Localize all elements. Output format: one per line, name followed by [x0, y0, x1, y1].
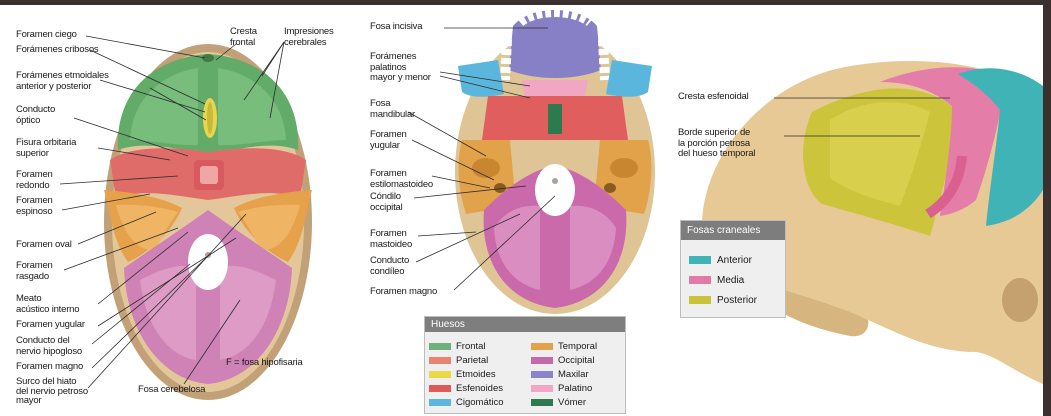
- label-foramen-rasgado: Foramen rasgado: [16, 261, 53, 282]
- legend-label-parietal: Parietal: [456, 355, 488, 366]
- swatch-palatino: [531, 385, 553, 392]
- label-foramen-yugular-center: Foramen yugular: [370, 130, 407, 151]
- fosas-craneales-legend: Fosas craneales Anterior Media Posterior: [680, 220, 786, 318]
- label-fosa-cerebelosa: Fosa cerebelosa: [138, 385, 205, 396]
- legend-label-esfenoides: Esfenoides: [456, 383, 503, 394]
- legend-label-vomer: Vómer: [558, 397, 586, 408]
- legend-item-temporal: Temporal: [531, 341, 597, 352]
- legend-item-frontal: Frontal: [429, 341, 486, 352]
- legend-item-etmoides: Etmoides: [429, 369, 496, 380]
- legend-item-maxilar: Maxilar: [531, 369, 589, 380]
- label-conducto-condileo: Conducto condíleo: [370, 256, 409, 277]
- legend-label-maxilar: Maxilar: [558, 369, 589, 380]
- label-fosa-mandibular: Fosa mandibular: [370, 99, 415, 120]
- label-impresiones-cerebrales: Impresiones cerebrales: [284, 27, 334, 48]
- foramen-magno-shape-center: [535, 164, 575, 216]
- legend-item-palatino: Palatino: [531, 383, 592, 394]
- label-foramen-espinoso: Foramen espinoso: [16, 196, 53, 217]
- legend-label-occipital: Occipital: [558, 355, 594, 366]
- huesos-legend-title: Huesos: [425, 317, 625, 332]
- label-foramen-mastoideo: Foramen mastoideo: [370, 229, 412, 250]
- foramen-magno-shape-left: [188, 234, 228, 290]
- skull-left-interior: [104, 44, 312, 400]
- swatch-temporal: [531, 343, 553, 350]
- label-foramenes-etmoidales: Forámenes etmoidales anterior y posterio…: [16, 71, 109, 92]
- label-foramen-magno-center: Foramen magno: [370, 287, 437, 298]
- legend-item-occipital: Occipital: [531, 355, 594, 366]
- swatch-parietal: [429, 357, 451, 364]
- label-fosa-hipofisaria: F = fosa hipofisaria: [226, 358, 303, 369]
- legend-item-anterior: Anterior: [689, 255, 752, 266]
- legend-item-parietal: Parietal: [429, 355, 488, 366]
- label-conducto-optico: Conducto óptico: [16, 105, 55, 126]
- legend-label-temporal: Temporal: [558, 341, 597, 352]
- huesos-legend: Huesos Frontal Temporal Parietal Occipit…: [424, 316, 626, 414]
- label-fisura-orbitaria: Fisura orbitaria superior: [16, 138, 76, 159]
- legend-item-vomer: Vómer: [531, 397, 586, 408]
- label-foramen-yugular-left: Foramen yugular: [16, 320, 85, 331]
- label-foramen-ciego: Foramen ciego: [16, 30, 77, 41]
- swatch-esfenoides: [429, 385, 451, 392]
- label-foramenes-cribosos: Forámenes cribosos: [16, 45, 98, 56]
- label-borde-superior: Borde superior de la porción petrosa del…: [678, 128, 755, 160]
- label-foramen-estilomastoideo: Foramen estilomastoideo: [370, 169, 433, 190]
- swatch-media: [689, 276, 711, 284]
- fosas-legend-title: Fosas craneales: [681, 221, 785, 240]
- swatch-maxilar: [531, 371, 553, 378]
- legend-label-media: Media: [717, 275, 744, 286]
- label-surco-hiato: Surco del hiato del nervio petroso mayor: [16, 377, 88, 406]
- label-cresta-frontal: Cresta frontal: [230, 27, 257, 48]
- label-foramenes-palatinos: Forámenes palatinos mayor y menor: [370, 52, 431, 84]
- swatch-posterior: [689, 296, 711, 304]
- label-cresta-esfenoidal: Cresta esfenoidal: [678, 92, 749, 103]
- label-condilo-occipital: Cóndilo occipital: [370, 192, 403, 213]
- label-fosa-incisiva: Fosa incisiva: [370, 22, 422, 33]
- swatch-vomer: [531, 399, 553, 406]
- label-foramen-oval: Foramen oval: [16, 240, 72, 251]
- swatch-anterior: [689, 256, 711, 264]
- swatch-cigomatico: [429, 399, 451, 406]
- legend-item-cigomatico: Cigomático: [429, 397, 504, 408]
- legend-label-anterior: Anterior: [717, 255, 752, 266]
- label-meato-acustico: Meato acústico interno: [16, 294, 79, 315]
- label-conducto-hipogloso: Conducto del nervio hipogloso: [16, 336, 82, 357]
- legend-label-etmoides: Etmoides: [456, 369, 496, 380]
- legend-label-frontal: Frontal: [456, 341, 486, 352]
- legend-item-media: Media: [689, 275, 744, 286]
- label-foramen-magno-left: Foramen magno: [16, 362, 83, 373]
- skull-center-inferior: [455, 10, 655, 314]
- label-foramen-redondo: Foramen redondo: [16, 170, 53, 191]
- swatch-etmoides: [429, 371, 451, 378]
- legend-item-posterior: Posterior: [689, 295, 757, 306]
- legend-label-cigomatico: Cigomático: [456, 397, 504, 408]
- legend-label-posterior: Posterior: [717, 295, 757, 306]
- zygomatic-right: [606, 60, 652, 97]
- swatch-frontal: [429, 343, 451, 350]
- legend-item-esfenoides: Esfenoides: [429, 383, 503, 394]
- legend-label-palatino: Palatino: [558, 383, 592, 394]
- swatch-occipital: [531, 357, 553, 364]
